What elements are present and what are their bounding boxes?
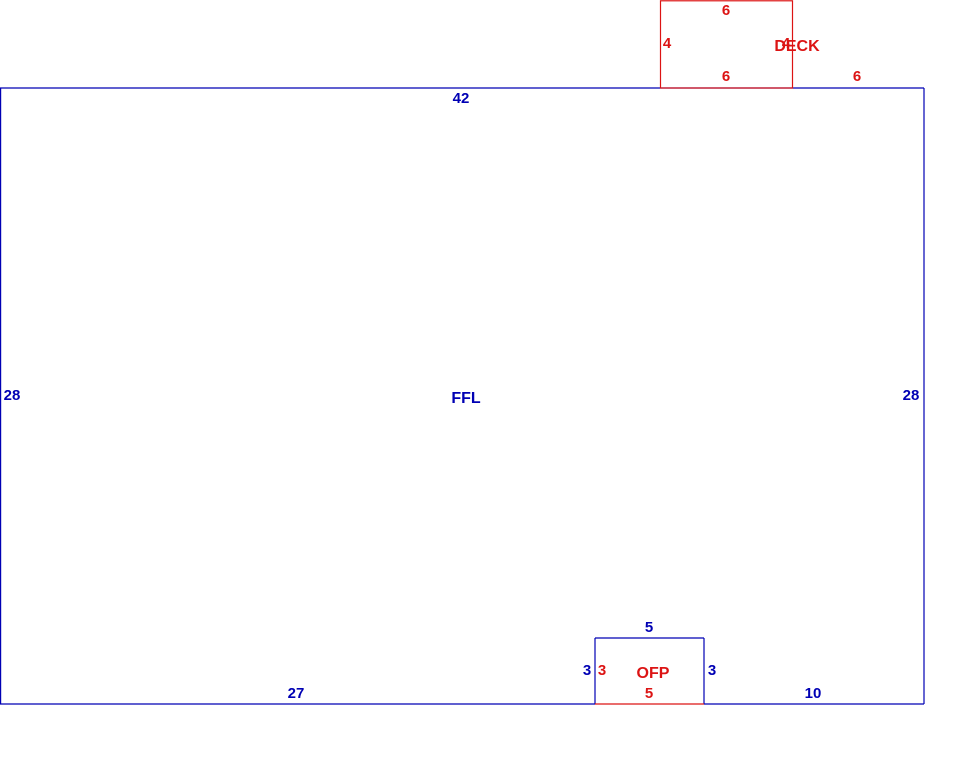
deck-outline <box>659 0 794 89</box>
ofp-top-dimension: 5 <box>645 619 653 636</box>
ofp-bottom-dimension: 5 <box>645 685 653 702</box>
deck-left-dimension: 4 <box>663 35 672 52</box>
deck-bottom-dimension: 6 <box>722 68 730 85</box>
ofp-left-outer-dimension: 3 <box>583 662 591 679</box>
main-top-dimension: 42 <box>453 90 470 107</box>
ofp-area: 5 3 3 OFP 3 5 <box>583 619 716 705</box>
main-bottom-left-dimension: 27 <box>288 685 305 702</box>
main-left-dimension: 28 <box>4 387 21 404</box>
main-top-right-dimension: 6 <box>853 68 861 85</box>
main-right-dimension: 28 <box>903 387 920 404</box>
main-bottom-right-dimension: 10 <box>805 685 822 702</box>
main-area-label: FFL <box>451 390 481 407</box>
deck-area: 6 4 4 DECK 6 6 <box>659 0 861 89</box>
ofp-left-inner-dimension: 3 <box>598 662 606 679</box>
deck-label: DECK <box>774 38 820 55</box>
main-area: FFL 42 28 28 27 10 <box>0 87 925 705</box>
deck-top-dimension: 6 <box>722 2 730 19</box>
ofp-right-dimension: 3 <box>708 662 716 679</box>
deck-right-dimension: 4 <box>782 35 791 52</box>
ofp-label: OFP <box>637 665 670 682</box>
